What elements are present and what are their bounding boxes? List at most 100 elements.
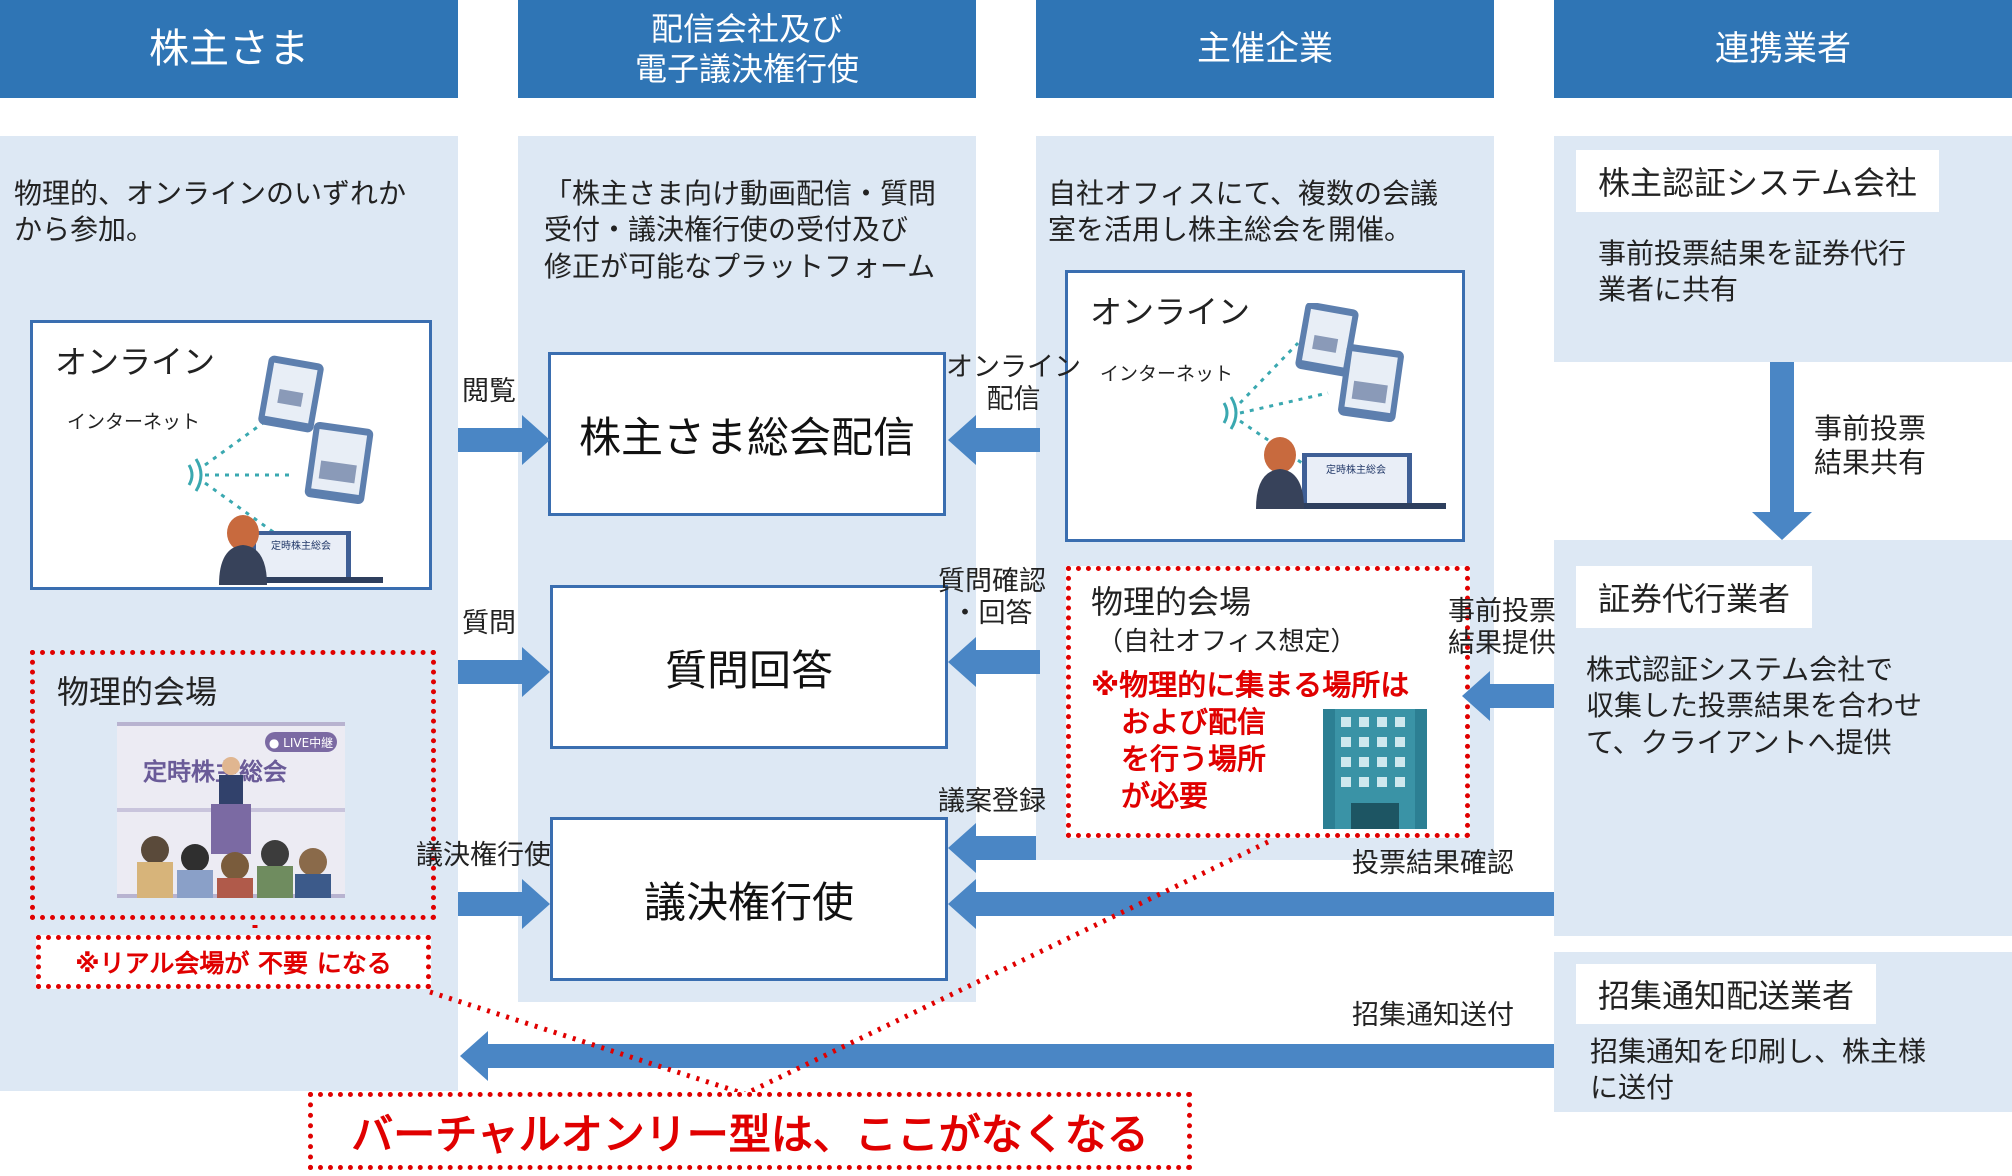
- arrow-label-vote-confirm: 投票結果確認: [1352, 848, 1514, 879]
- notice-company-title-text: 招集通知配送業者: [1598, 977, 1855, 1015]
- shareholders-internet-label: インターネット: [67, 411, 201, 433]
- venue-illustration: ● LIVE中継 定時株主総会: [117, 722, 345, 898]
- organizer-laptop-screen-text: 定時株主総会: [1326, 463, 1386, 476]
- arrow-online-stream: [948, 415, 1040, 465]
- transfer-agent-title-text: 証券代行業者: [1598, 580, 1791, 618]
- notice-desc-line2: に送付: [1590, 1071, 1675, 1105]
- speaker-icon: [211, 757, 251, 854]
- organizer-internet-label: インターネット: [1100, 363, 1234, 385]
- header-shareholders-label: 株主さま: [149, 26, 309, 72]
- notice-company-desc: 招集通知を印刷し、株主様 に送付: [1590, 1034, 2000, 1107]
- arrow-label-view: 閲覧: [462, 376, 516, 407]
- header-platform-line2: 電子議決権行使: [634, 50, 859, 88]
- arrow-label-notice-send: 招集通知送付: [1352, 1000, 1514, 1031]
- organizer-description: 自社オフィスにて、複数の会議 室を活用し株主総会を開催。: [1048, 176, 1488, 249]
- audience-icon: [137, 836, 331, 898]
- online-label-line2: 配信: [986, 384, 1041, 416]
- shareholders-physical-venue: 物理的会場 ● LIVE中継 定時株主総会: [30, 650, 436, 920]
- arrow-question: [458, 647, 550, 697]
- laptop-icon: [1268, 453, 1446, 509]
- signal-icon: [1222, 396, 1238, 430]
- platform-description: 「株主さま向け動画配信・質問 受付・議決権行使の受付及び 修正が可能なプラットフ…: [544, 176, 964, 285]
- share-label-line1: 事前投票: [1814, 412, 1927, 445]
- venue-banner: 定時株主総会: [143, 758, 287, 786]
- organizer-physical-title: 物理的会場: [1091, 583, 1252, 621]
- shareholders-online-title: オンライン: [55, 343, 216, 381]
- notice-desc-line1: 招集通知を印刷し、株主様: [1590, 1035, 1927, 1068]
- organizer-online-card: オンライン インターネット 定時株主総会: [1065, 270, 1465, 542]
- auth-company-desc: 事前投票結果を証券代行 業者に共有: [1598, 236, 1998, 309]
- auth-desc-line2: 業者に共有: [1598, 273, 1739, 307]
- arrow-label-vote: 議決権行使: [416, 840, 551, 871]
- person-viewer-icon: [219, 515, 267, 585]
- notice-company-title: 招集通知配送業者: [1576, 964, 1877, 1024]
- arrow-label-agenda: 議案登録: [938, 786, 1046, 817]
- shareholders-online-card: オンライン インターネット 定時株主総会: [30, 320, 432, 590]
- arrow-agenda: [948, 823, 1036, 873]
- organizer-online-illustration: 定時株主総会: [1222, 303, 1446, 509]
- qa-label-line2: ・回答: [951, 598, 1033, 630]
- virtual-only-banner: バーチャルオンリー型は、ここがなくなる: [308, 1092, 1192, 1170]
- share-arrow-label: 事前投票 結果共有: [1814, 412, 1926, 479]
- live-badge: ● LIVE中継: [269, 735, 333, 750]
- qa-box: 質問回答: [550, 585, 948, 749]
- arrow-label-online: オンライン 配信: [946, 352, 1081, 417]
- vote-box-label: 議決権行使: [643, 877, 854, 927]
- tablet-icon: [1295, 303, 1359, 377]
- qa-box-label: 質問回答: [664, 645, 833, 695]
- tablet-icon: [304, 421, 374, 505]
- online-label-line1: オンライン: [946, 352, 1081, 383]
- tablet-icon: [258, 355, 324, 433]
- prevote-label-line1: 事前投票: [1448, 596, 1556, 627]
- tablet-icon: [1338, 344, 1404, 423]
- column-shareholders: [0, 136, 458, 1091]
- agent-desc-line2: 収集した投票結果を合わせ: [1586, 689, 1923, 723]
- transfer-agent-title: 証券代行業者: [1576, 566, 1813, 628]
- organizer-note-line1: ※物理的に集まる場所は: [1091, 668, 1410, 702]
- laptop-screen-text: 定時株主総会: [271, 539, 331, 552]
- arrow-label-question: 質問: [462, 608, 516, 639]
- organizer-note-line4: が必要: [1121, 779, 1209, 814]
- share-label-line2: 結果共有: [1814, 445, 1927, 479]
- arrow-view: [458, 415, 550, 465]
- shareholders-venue-note: ※リアル会場が 不要 になる: [36, 935, 431, 989]
- qa-label-line1: 質問確認: [938, 566, 1046, 597]
- shareholders-physical-title: 物理的会場: [57, 673, 218, 711]
- transfer-agent-desc: 株式認証システム会社で 収集した投票結果を合わせ て、クライアントへ提供: [1586, 652, 2006, 761]
- prevote-label-line2: 結果提供: [1448, 628, 1556, 660]
- person-viewer-icon: [1256, 437, 1304, 509]
- auth-desc-line1: 事前投票結果を証券代行: [1598, 237, 1907, 270]
- organizer-note-line3: を行う場所: [1121, 742, 1267, 777]
- arrow-label-qa: 質問確認 ・回答: [938, 566, 1046, 631]
- organizer-physical-sub: （自社オフィス想定）: [1097, 627, 1357, 657]
- organizer-physical-venue: 物理的会場 （自社オフィス想定） ※物理的に集まる場所は および配信 を行う場所…: [1066, 566, 1470, 838]
- auth-company-title: 株主認証システム会社: [1576, 150, 1940, 212]
- dotted-connectors: [252, 839, 1270, 1097]
- arrow-prevote-share: [1752, 362, 1812, 540]
- organizer-note-line2: および配信: [1121, 705, 1267, 740]
- shareholders-desc-line2: から参加。: [14, 213, 155, 247]
- header-partners-label: 連携業者: [1715, 28, 1851, 69]
- platform-desc-line3: 修正が可能なプラットフォーム: [544, 249, 936, 283]
- header-platform: 配信会社及び 電子議決権行使: [518, 0, 976, 98]
- online-viewing-illustration: 定時株主総会: [187, 355, 383, 585]
- header-platform-line1: 配信会社及び: [650, 10, 843, 48]
- arrow-label-prevote: 事前投票 結果提供: [1448, 596, 1556, 661]
- platform-desc-line1: 「株主さま向け動画配信・質問: [544, 177, 937, 210]
- header-partners: 連携業者: [1554, 0, 2012, 98]
- signal-icon: [187, 458, 203, 492]
- arrow-vote-confirm: [948, 879, 1554, 929]
- shareholders-desc-line1: 物理的、オンラインのいずれか: [14, 177, 407, 210]
- header-organizer-label: 主催企業: [1197, 28, 1333, 69]
- header-shareholders: 株主さま: [0, 0, 458, 98]
- organizer-online-title: オンライン: [1090, 293, 1251, 331]
- agent-desc-line3: て、クライアントへ提供: [1586, 725, 1892, 759]
- platform-desc-line2: 受付・議決権行使の受付及び: [544, 213, 909, 247]
- vote-box: 議決権行使: [550, 817, 948, 981]
- arrow-prevote: [1462, 671, 1554, 721]
- shareholders-description: 物理的、オンラインのいずれか から参加。: [14, 176, 444, 249]
- office-building-icon: [1323, 709, 1427, 829]
- organizer-desc-line1: 自社オフィスにて、複数の会議: [1048, 177, 1439, 210]
- arrow-vote: [458, 879, 550, 929]
